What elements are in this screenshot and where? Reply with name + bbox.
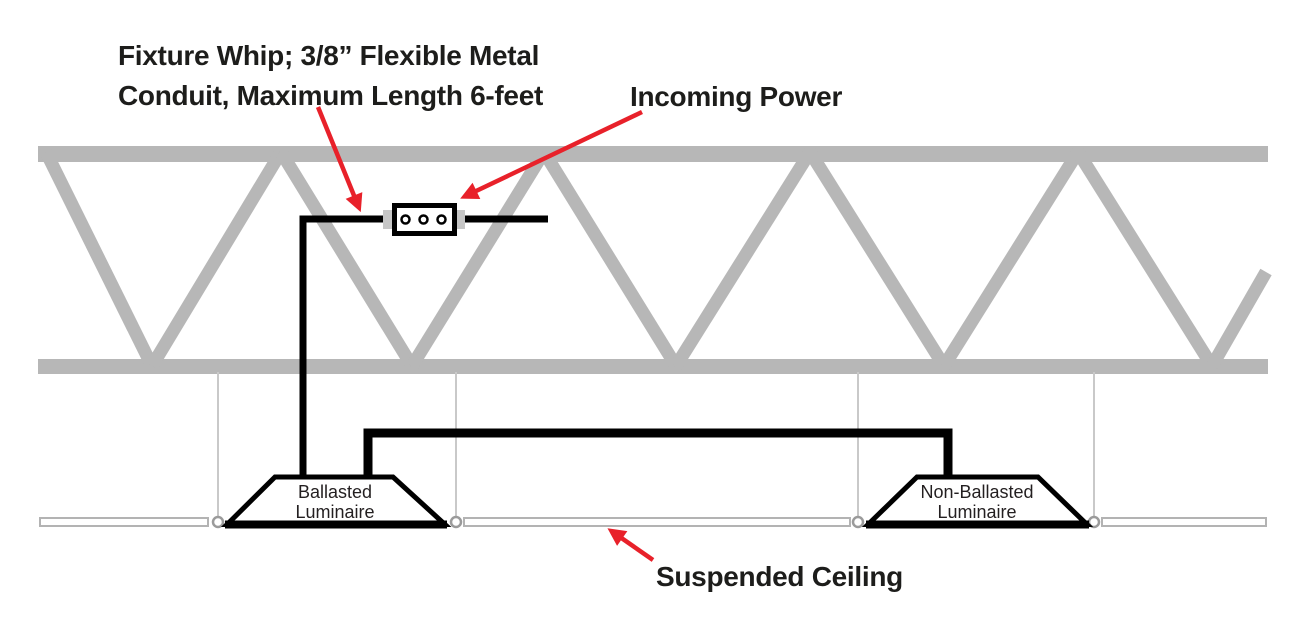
truss-top-chord bbox=[38, 146, 1268, 162]
fixture-whip-conduit bbox=[299, 215, 390, 479]
ceiling-grid-connector bbox=[211, 515, 225, 529]
fixture-whip-label-line2: Conduit, Maximum Length 6-feet bbox=[118, 80, 544, 111]
steel-truss bbox=[38, 146, 1272, 374]
junction-box bbox=[383, 203, 465, 236]
junction-box-connector-right bbox=[456, 210, 465, 229]
non-ballasted-luminaire bbox=[861, 474, 1094, 529]
truss-web-diagonal bbox=[670, 148, 816, 370]
truss-web-diagonal bbox=[275, 148, 418, 370]
ceiling-grid-connector bbox=[449, 515, 463, 529]
truss-web-diagonal bbox=[1072, 148, 1218, 370]
ceiling-tile bbox=[39, 517, 209, 527]
truss-web-diagonal bbox=[538, 148, 682, 370]
ballasted-luminaire-label: Ballasted Luminaire bbox=[270, 482, 400, 522]
ceiling-tile bbox=[1101, 517, 1267, 527]
ceiling-grid bbox=[39, 372, 1267, 529]
ballasted-luminaire-label-line1: Ballasted bbox=[297, 482, 373, 502]
junction-box-knockout bbox=[400, 214, 411, 225]
truss-web-diagonal bbox=[804, 148, 950, 370]
suspended-ceiling-label: Suspended Ceiling bbox=[656, 561, 903, 592]
truss-web-diagonal bbox=[146, 148, 287, 370]
suspended-ceiling-arrow bbox=[607, 528, 655, 562]
fixture-whip-label-line1: Fixture Whip; 3/8” Flexible Metal bbox=[118, 40, 540, 71]
ceiling-grid-connector bbox=[851, 515, 865, 529]
junction-box-knockout bbox=[418, 214, 429, 225]
non-ballasted-luminaire-label-line2: Luminaire bbox=[937, 502, 1017, 522]
ballasted-luminaire-label-line2: Luminaire bbox=[295, 502, 375, 522]
junction-box-connector-left bbox=[383, 210, 393, 229]
fixture-whip-label: Fixture Whip; 3/8” Flexible Metal Condui… bbox=[118, 36, 543, 116]
truss-web-diagonal bbox=[938, 148, 1084, 370]
truss-web-diagonal bbox=[40, 149, 158, 369]
conduit-runs bbox=[299, 215, 953, 479]
ceiling-tile bbox=[463, 517, 851, 527]
non-ballasted-luminaire-label: Non-Ballasted Luminaire bbox=[907, 482, 1047, 522]
non-ballasted-luminaire-label-line1: Non-Ballasted bbox=[920, 482, 1034, 502]
truss-web-diagonal bbox=[1206, 268, 1272, 370]
luminaire-interconnect-conduit bbox=[363, 428, 953, 479]
fixture-whip-arrow bbox=[315, 106, 363, 213]
ballasted-luminaire bbox=[220, 474, 452, 529]
incoming-power-arrow bbox=[460, 109, 643, 199]
annotation-arrows bbox=[315, 106, 655, 562]
incoming-power-label: Incoming Power bbox=[630, 81, 843, 112]
truss-bottom-chord bbox=[38, 359, 1268, 374]
junction-box-knockout bbox=[436, 214, 447, 225]
truss-web-diagonal bbox=[406, 148, 550, 370]
